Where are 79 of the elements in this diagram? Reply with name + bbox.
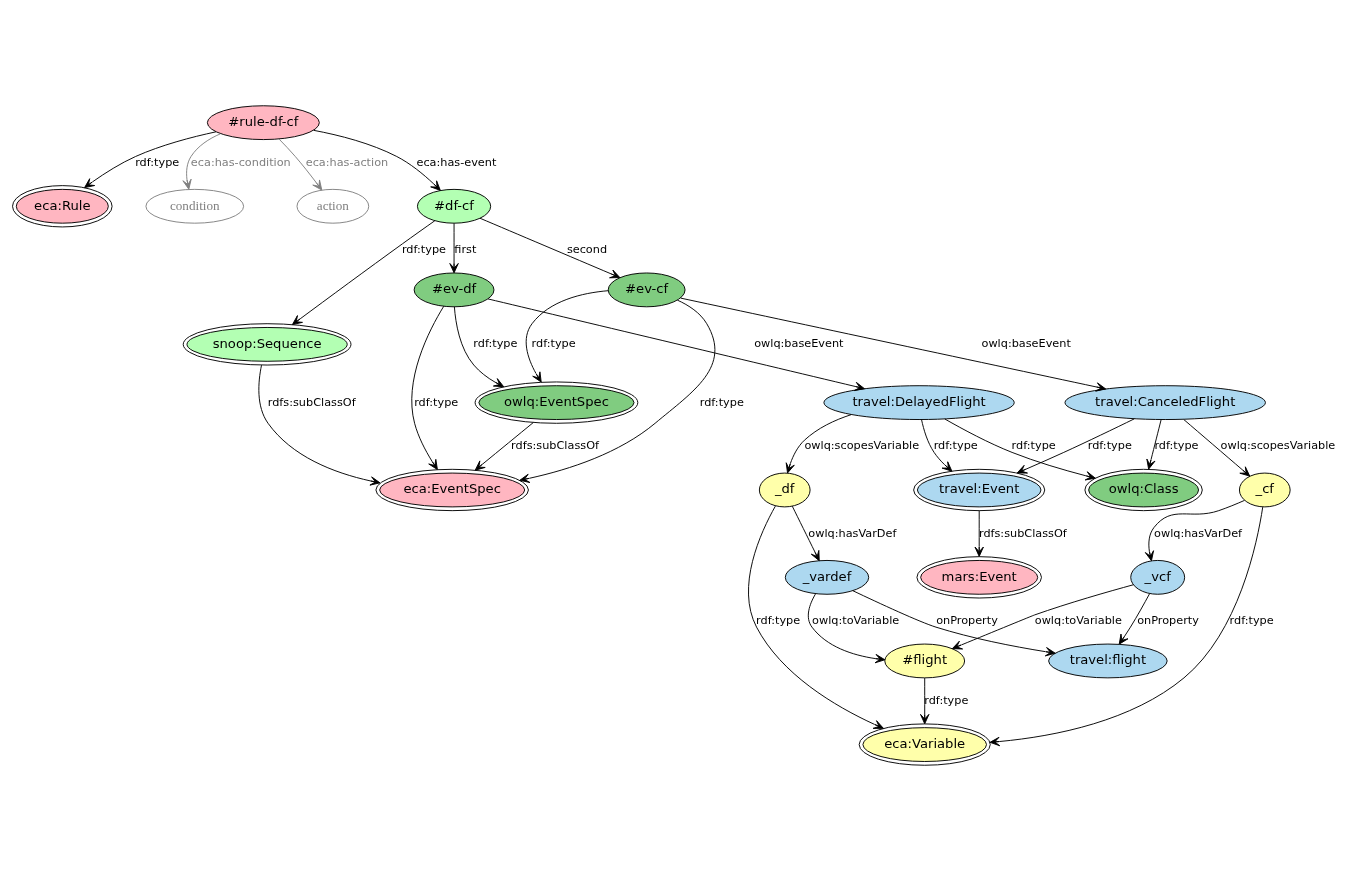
node-ellipse: travel:flight: [1048, 643, 1168, 679]
node-ellipse: _vcf: [1130, 560, 1186, 595]
edge-label: rdf:type: [414, 395, 459, 409]
arrow: [785, 414, 852, 474]
node-ellipse: travel:DelayedFlight: [823, 385, 1015, 420]
arrow: [449, 222, 459, 274]
edge-label: rdf:type: [1087, 439, 1132, 453]
edge-label: rdf:type: [531, 337, 576, 351]
node-ellipse: travel:CanceledFlight: [1064, 385, 1266, 420]
arrow: [182, 133, 221, 190]
edge-label: owlq:hasVarDef: [808, 526, 897, 540]
arrow: [1144, 499, 1245, 562]
arrow: [680, 297, 1107, 392]
arrow: [791, 505, 820, 562]
arrow: [921, 419, 953, 472]
node-ellipse: _cf: [1238, 472, 1291, 508]
arrow: [920, 677, 930, 725]
edge-label: onProperty: [1137, 613, 1199, 627]
arrow: [525, 290, 609, 383]
node-ellipse: eca:Variable: [858, 723, 991, 766]
edge-label: owlq:scopesVariable: [1220, 439, 1336, 453]
arrow: [291, 220, 436, 326]
node-ellipse: condition: [145, 188, 245, 224]
node-ellipse: #df-cf: [416, 188, 492, 224]
arrow: [951, 584, 1134, 650]
edge-label: rdf:type: [699, 395, 744, 409]
edge-label: rdf:type: [924, 693, 969, 707]
edge-label: rdf:type: [135, 155, 180, 169]
edge-label: rdf:type: [1011, 439, 1056, 453]
edge-label: eca:has-action: [305, 155, 389, 169]
edge-label: eca:has-event: [416, 155, 497, 169]
edge-label: rdf:type: [1229, 613, 1274, 627]
arrow: [748, 505, 884, 729]
arrow: [974, 510, 984, 557]
edge-label: eca:has-condition: [190, 155, 291, 169]
arrow: [1146, 419, 1162, 470]
arrow: [479, 217, 621, 279]
arrow: [84, 131, 217, 189]
edge-label: rdfs:subClassOf: [978, 526, 1067, 540]
arrow: [258, 364, 381, 486]
node-ellipse: action: [296, 188, 370, 224]
node-ellipse: #ev-df: [413, 272, 495, 308]
node-ellipse: #ev-cf: [607, 272, 686, 308]
arrow: [1118, 593, 1150, 645]
edge-label: second: [566, 242, 608, 256]
arrow: [487, 298, 865, 392]
edge-label: onProperty: [936, 613, 998, 627]
node-ellipse: #flight: [884, 643, 966, 679]
edge-label: rdfs:subClassOf: [267, 395, 356, 409]
arrow: [852, 590, 1056, 657]
edge-label: rdf:type: [756, 613, 801, 627]
edge-label: owlq:baseEvent: [981, 337, 1071, 351]
edge-label: rdf:type: [1154, 439, 1199, 453]
arrow: [807, 593, 886, 664]
arrow: [411, 305, 445, 470]
arrow: [453, 306, 505, 388]
edge-label: rdf:type: [933, 439, 978, 453]
edge-label: owlq:toVariable: [812, 613, 900, 627]
edge-label: first: [454, 242, 477, 256]
edge-label: rdf:type: [401, 242, 447, 256]
arrow: [1016, 418, 1135, 474]
edge-label: rdfs:subClassOf: [511, 439, 599, 453]
arrow: [1183, 419, 1251, 477]
node-ellipse: #rule-df-cf: [206, 105, 320, 141]
node-ellipse: _df: [758, 472, 811, 508]
edge-label: owlq:toVariable: [1034, 613, 1122, 627]
edge-label: owlq:scopesVariable: [804, 439, 920, 453]
arrow: [474, 422, 534, 471]
arrow: [278, 138, 323, 191]
edge-label: owlq:hasVarDef: [1154, 526, 1243, 540]
node-ellipse: snoop:Sequence: [182, 323, 352, 366]
node-ellipse: owlq:EventSpec: [474, 381, 639, 424]
arrow: [313, 129, 441, 191]
arrow: [519, 299, 716, 483]
arrow: [944, 418, 1096, 481]
node-ellipse: _vardef: [784, 560, 870, 595]
edge-label: owlq:baseEvent: [754, 337, 844, 351]
arrow: [989, 506, 1264, 747]
edge-label: rdf:type: [473, 337, 518, 351]
